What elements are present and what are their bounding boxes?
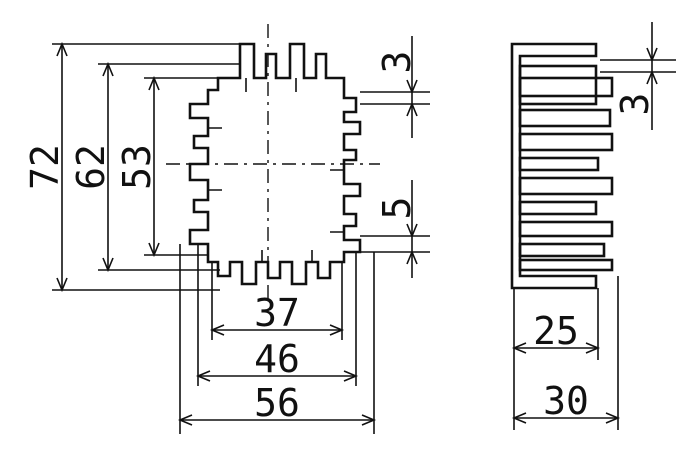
side-view-fin-6 [518,176,614,196]
side-view-fin-7 [518,200,598,216]
side-view-fin-3 [518,108,612,128]
front-view-inner-notches [208,78,344,262]
side-dim-25-arrows [511,342,601,354]
side-dim-3-label: 3 [613,93,657,116]
side-view-fin-5 [518,156,600,172]
dim-5-label: 5 [375,197,419,220]
side-view [510,42,614,290]
dim-62-label: 62 [69,144,113,190]
side-dim-25-label: 25 [533,309,579,353]
side-dim-30-arrows [511,412,621,424]
side-view-fin-1 [518,64,598,106]
side-dim-3-arrows [646,47,658,85]
dim-5-arrows [406,223,418,265]
dim-46-label: 46 [254,337,300,381]
side-view-fin-8 [518,220,614,238]
side-view-base [510,42,598,290]
dim-37-arrows [209,324,345,336]
side-view-fin-4 [518,132,614,152]
side-view-fin-9 [518,242,606,258]
side-view-fin-10 [518,258,614,272]
side-view-fin-2 [518,76,614,98]
dim-53-arrows [148,75,160,258]
dim-56-label: 56 [254,381,300,425]
dim-3-arrows [406,79,418,117]
dim-72-label: 72 [23,144,67,190]
side-dim-30-label: 30 [543,379,589,423]
dim-37-label: 37 [254,291,300,335]
side-view-fins [518,64,614,272]
dim-72-arrows [56,41,68,293]
dim-46-arrows [195,370,359,382]
front-view-outline [188,42,362,286]
dim-3-label: 3 [375,51,419,74]
dim-53-label: 53 [115,144,159,190]
dim-56-arrows [177,414,377,426]
dim-62-arrows [102,61,114,273]
